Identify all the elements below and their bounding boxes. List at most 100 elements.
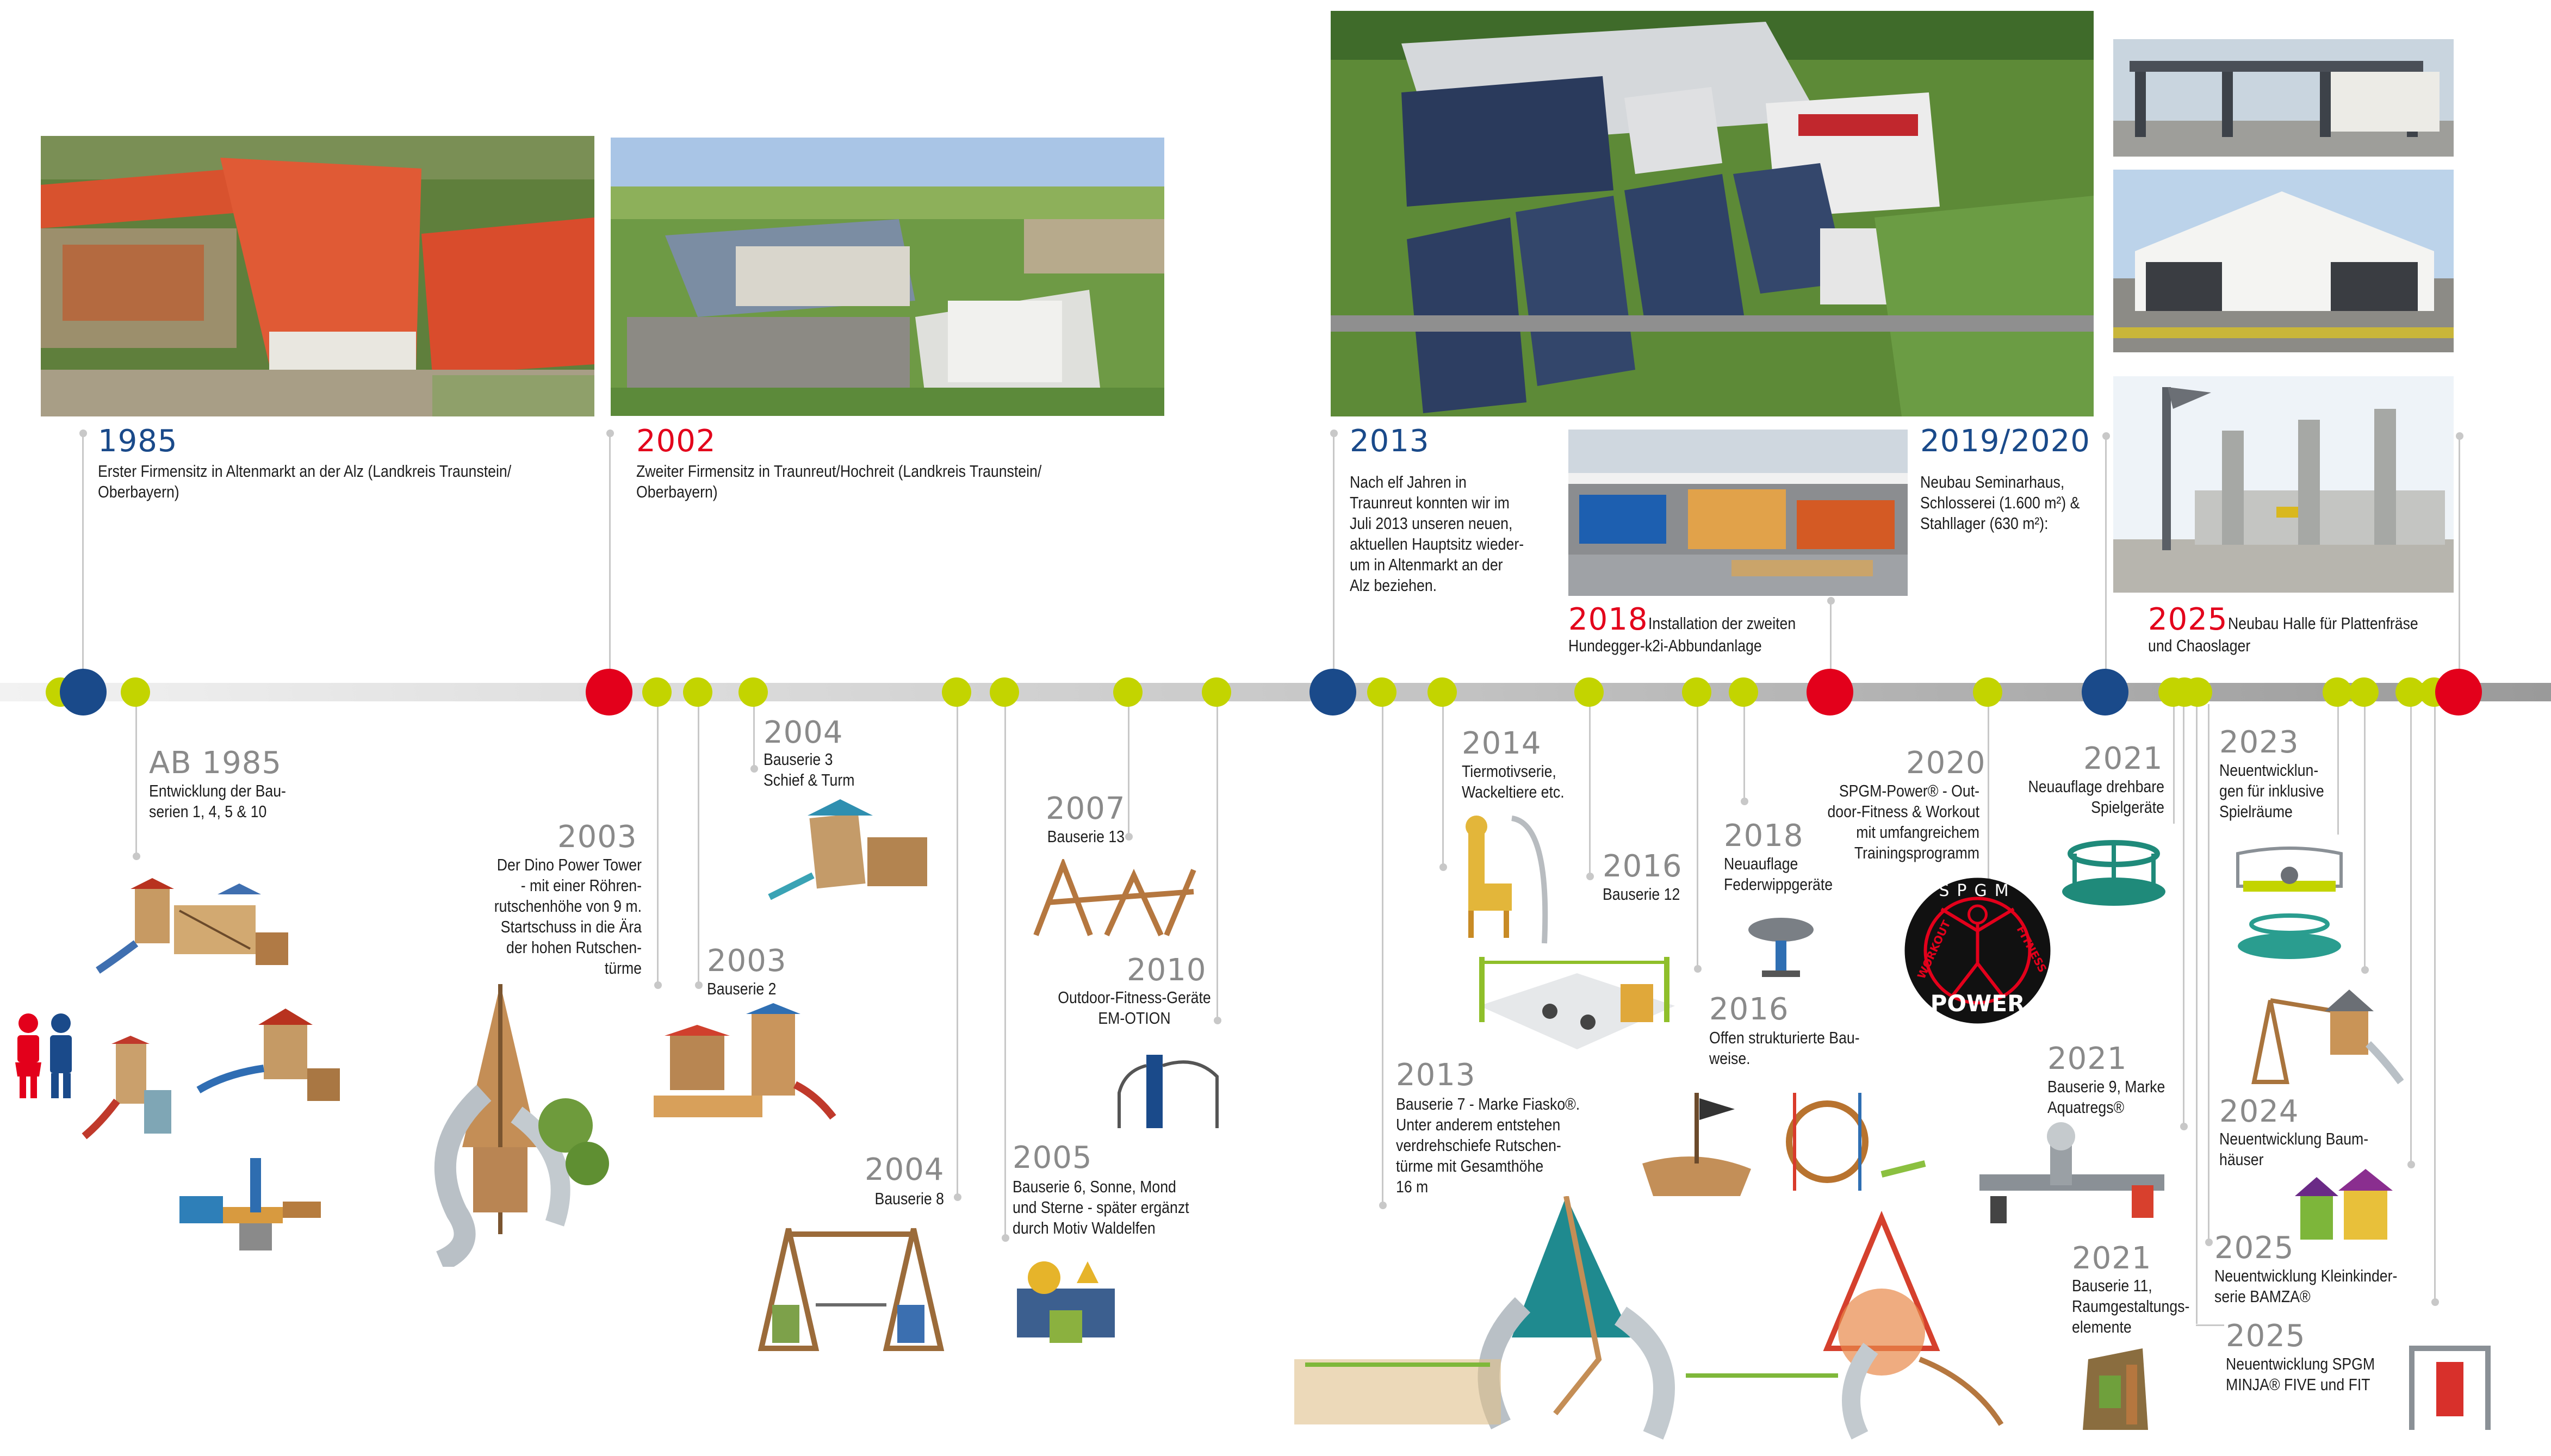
event-year-2002: 2002 <box>636 424 716 459</box>
event-year-2016-offen: 2016 <box>1709 992 1789 1027</box>
timeline-dot <box>1113 677 1143 707</box>
event-year-2013-fiasko: 2013 <box>1396 1057 1476 1093</box>
connector-pin <box>1827 597 1835 605</box>
event-text-2021-bs9: Bauserie 9, Marke Aquatregs® <box>2047 1077 2165 1117</box>
connector-pin <box>1214 1017 1221 1024</box>
timeline-dot <box>738 677 768 707</box>
connector-line <box>135 704 137 856</box>
connector-pin <box>695 981 703 989</box>
connector-line <box>753 704 755 769</box>
event-year-2014: 2014 <box>1462 726 1542 761</box>
connector-line <box>2208 704 2209 1242</box>
connector-line <box>957 704 958 1199</box>
playground-illustration-offen-struktur <box>1631 1082 1936 1212</box>
inclusive-illustration-carousel <box>2232 908 2347 962</box>
event-year-2023: 2023 <box>2219 725 2299 760</box>
event-text-2024: Neuentwicklung Baum- häuser <box>2219 1129 2369 1169</box>
event-text-2003-bs2: Bauserie 2 <box>707 979 777 998</box>
carousel-illustration <box>2058 832 2170 908</box>
event-year-2003-tower: 2003 <box>557 819 637 855</box>
fitness-illustration-minja <box>2404 1335 2496 1433</box>
connector-pin <box>750 765 758 773</box>
timeline-dot <box>2323 677 2352 707</box>
event-text-2021-dreh: Neuauflage drehbare Spielgeräte <box>2028 777 2164 817</box>
timeline-dot <box>683 677 712 707</box>
timeline-dot <box>1973 677 2002 707</box>
connector-line <box>1216 704 1218 1022</box>
timeline-dot <box>990 677 1019 707</box>
connector-line <box>2337 704 2339 835</box>
photo-halle-2025 <box>2113 376 2454 593</box>
photo-traunreut-2002 <box>611 138 1164 416</box>
event-year-2021-dreh: 2021 <box>2083 741 2163 776</box>
playground-illustration-bauserie-2 <box>654 1003 839 1128</box>
event-text-2013-fiasko: Bauserie 7 - Marke Fiasko®. Unter andere… <box>1396 1094 1580 1196</box>
timeline-dot-2013 <box>1309 669 1356 715</box>
photo-hundegger-2018 <box>1568 430 1908 596</box>
event-text-2003-tower: Der Dino Power Tower - mit einer Röhren-… <box>494 855 642 978</box>
connector-line <box>2196 1324 2224 1326</box>
playground-illustration-bauserie-1 <box>92 878 294 979</box>
connector-pin <box>1379 1202 1387 1209</box>
connector-line <box>609 432 611 682</box>
connector-line <box>1004 704 1006 1240</box>
event-year-2016-bs12: 2016 <box>1603 849 1683 884</box>
event-text-2010: Outdoor-Fitness-Geräte EM-OTION <box>1058 988 1211 1028</box>
connector-line <box>1988 704 1989 883</box>
connector-line <box>1442 704 1444 867</box>
event-text-2019-2020: Neubau Seminarhaus, Schlosserei (1.600 m… <box>1920 472 2080 533</box>
connector-pin <box>954 1193 961 1201</box>
connector-line <box>1589 704 1591 878</box>
event-year-ab-1985: AB 1985 <box>149 745 282 781</box>
connector-line <box>2434 704 2436 1302</box>
connector-pin <box>2456 432 2463 440</box>
timeline-dot-1985 <box>60 669 107 715</box>
inclusive-illustration-swing <box>2227 843 2352 900</box>
spgm-power-logo: SPGM WORKOUT FITNESS POWER <box>1903 876 2052 1025</box>
photo-headquarters-2013 <box>1331 11 2094 416</box>
photo-seminarhaus-2019 <box>2113 39 2454 157</box>
timeline-dot <box>1729 677 1758 707</box>
event-text-2018b: Hundegger-k2i-Abbundanlage <box>1568 636 1762 655</box>
timeline-dot-2019 <box>2082 669 2128 715</box>
event-year-2003-bs2: 2003 <box>707 943 787 979</box>
event-text-2023: Neuentwicklun- gen für inklusive Spielrä… <box>2219 761 2324 821</box>
playground-illustration-bauserie-13 <box>1031 859 1205 943</box>
event-year-2013: 2013 <box>1350 424 1430 459</box>
playground-illustration-bauserie-4 <box>79 1036 177 1142</box>
event-text-2002: Zweiter Firmensitz in Traunreut/Hochreit… <box>636 462 1042 501</box>
timeline-dot <box>1427 677 1457 707</box>
connector-pin <box>1439 863 1447 871</box>
event-year-2005: 2005 <box>1013 1140 1093 1175</box>
event-year-2018: 2018 <box>1568 602 1648 637</box>
event-year-2004-bs3: 2004 <box>764 715 843 750</box>
playground-illustration-baumhaus <box>2249 979 2404 1085</box>
connector-line <box>2173 704 2175 824</box>
connector-line <box>1382 704 1383 1204</box>
event-text-2013: Nach elf Jahren in Traunreut konnten wir… <box>1350 472 1524 595</box>
connector-pin <box>1586 873 1594 880</box>
timeline-dot <box>942 677 971 707</box>
connector-line <box>1743 704 1745 802</box>
event-text-2018a: Installation der zweiten <box>1648 614 1796 633</box>
connector-line <box>2459 435 2460 674</box>
timeline-dot <box>1202 677 1231 707</box>
photo-altenmarkt-1985 <box>41 136 594 416</box>
event-year-2020: 2020 <box>1906 745 1986 781</box>
fitness-illustration-em-otion <box>1114 1055 1225 1131</box>
connector-line <box>1830 601 1832 674</box>
spgm-logo-top: SPGM <box>1939 881 2016 900</box>
connector-pin <box>606 430 614 437</box>
event-year-2025-bamza: 2025 <box>2214 1230 2294 1266</box>
connector-pin <box>1694 965 1702 973</box>
spgm-logo-bottom: POWER <box>1931 990 2025 1017</box>
playground-illustration-fiasko <box>1294 1196 2028 1446</box>
connector-pin <box>79 430 87 437</box>
playground-illustration-bauserie-11 <box>2072 1343 2159 1433</box>
event-year-2010: 2010 <box>1127 953 1207 988</box>
event-text-2018-feder: Neuauflage Federwippgeräte <box>1724 854 1833 894</box>
connector-line <box>657 704 659 987</box>
connector-pin <box>2180 1123 2188 1130</box>
connector-pin <box>1002 1234 1009 1242</box>
timeline-dot <box>1367 677 1396 707</box>
